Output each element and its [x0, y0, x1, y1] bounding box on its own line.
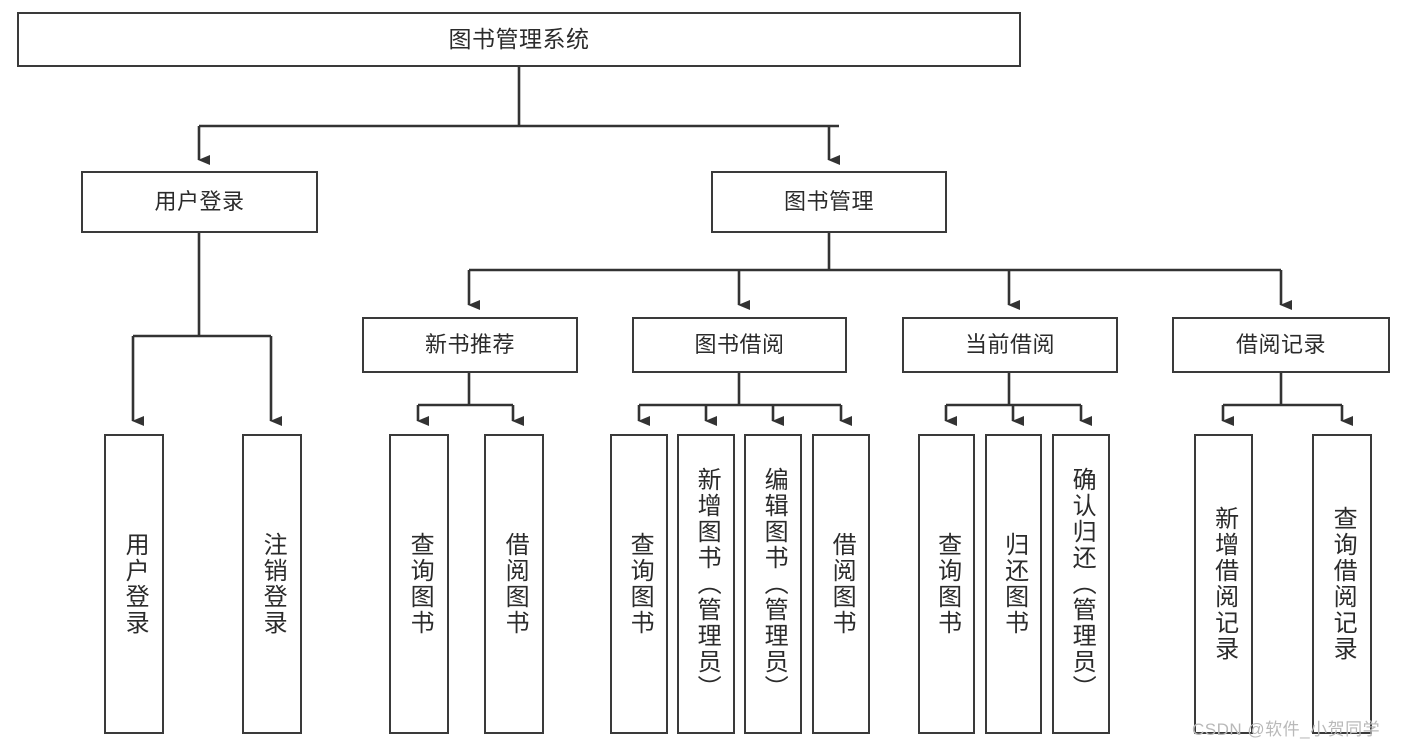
node-user-login[interactable]: 用户登录: [81, 171, 318, 233]
leaf-book-borrow-edit-book[interactable]: 编辑图书（管理员）: [744, 434, 802, 734]
node-label: 查询借阅记录: [1329, 506, 1357, 662]
node-label: 图书管理: [783, 189, 874, 215]
node-root-book-management-system[interactable]: 图书管理系统: [17, 12, 1021, 67]
leaf-new-book-borrow-book[interactable]: 借阅图书: [484, 434, 544, 734]
node-label: 新增图书（管理员）: [693, 467, 721, 701]
node-label: 查询图书: [933, 532, 961, 636]
leaf-book-borrow-query-book[interactable]: 查询图书: [610, 434, 668, 734]
node-book-borrow[interactable]: 图书借阅: [632, 317, 847, 373]
node-label: 借阅记录: [1235, 332, 1326, 358]
node-new-book-recommend[interactable]: 新书推荐: [362, 317, 578, 373]
node-label: 新增借阅记录: [1210, 506, 1238, 662]
node-label: 借阅图书: [828, 532, 856, 636]
node-label: 借阅图书: [501, 532, 529, 636]
leaf-new-book-query-book[interactable]: 查询图书: [389, 434, 449, 734]
node-label: 查询图书: [406, 532, 434, 636]
leaf-current-borrow-query-book[interactable]: 查询图书: [918, 434, 975, 734]
leaf-borrow-records-query-record[interactable]: 查询借阅记录: [1312, 434, 1372, 734]
node-label: 确认归还（管理员）: [1068, 467, 1096, 701]
node-label: 图书借阅: [694, 332, 785, 358]
leaf-current-borrow-return-book[interactable]: 归还图书: [985, 434, 1042, 734]
node-label: 新书推荐: [424, 332, 515, 358]
node-label: 查询图书: [626, 532, 654, 636]
node-label: 用户登录: [154, 189, 245, 215]
leaf-user-login-logout[interactable]: 注销登录: [242, 434, 302, 734]
leaf-book-borrow-borrow-book[interactable]: 借阅图书: [812, 434, 870, 734]
node-label: 注销登录: [259, 532, 287, 636]
node-label: 用户登录: [121, 532, 149, 636]
node-label: 当前借阅: [964, 332, 1055, 358]
watermark: CSDN @软件_小贺同学: [1192, 720, 1381, 739]
leaf-user-login-login[interactable]: 用户登录: [104, 434, 164, 734]
node-label: 图书管理系统: [448, 25, 590, 52]
node-label: 编辑图书（管理员）: [760, 467, 788, 701]
leaf-book-borrow-add-book[interactable]: 新增图书（管理员）: [677, 434, 735, 734]
leaf-borrow-records-add-record[interactable]: 新增借阅记录: [1194, 434, 1253, 734]
node-book-management[interactable]: 图书管理: [711, 171, 947, 233]
node-label: 归还图书: [1000, 532, 1028, 636]
leaf-current-borrow-confirm-return[interactable]: 确认归还（管理员）: [1052, 434, 1110, 734]
node-borrow-records[interactable]: 借阅记录: [1172, 317, 1390, 373]
node-current-borrow[interactable]: 当前借阅: [902, 317, 1118, 373]
